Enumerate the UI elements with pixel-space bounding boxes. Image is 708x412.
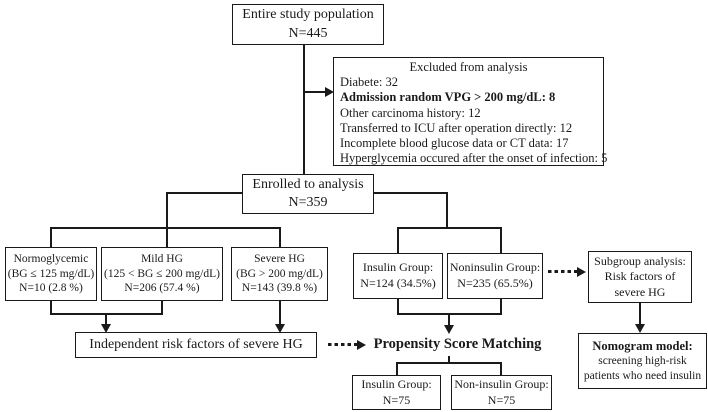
nomogram-line1: Nomogram model: [592, 338, 693, 353]
connector-enrolled-left [166, 192, 243, 194]
insulin-group-box: Insulin Group: N=124 (34.5%) [353, 253, 443, 299]
connector-psm-down [448, 356, 450, 364]
connector-merge-to-independent [105, 313, 107, 326]
enrolled-title: Enrolled to analysis [252, 176, 364, 192]
mild-hg-title: Mild HG [141, 252, 183, 265]
arrowhead-subgroup-icon [577, 267, 586, 277]
dotted-connector-to-psm [328, 343, 357, 346]
connector-enrolled-right [374, 192, 448, 194]
connector-stub-noninsulin [500, 227, 502, 253]
connector-insulin-down [397, 299, 399, 315]
normoglycemic-box: Normoglycemic (BG ≤ 125 mg/dL) N=10 (2.8… [5, 247, 97, 301]
connector-stub-noninsulin-matched [500, 362, 502, 375]
nomogram-model-box: Nomogram model: screening high-risk pati… [578, 333, 707, 389]
arrowhead-psm-right-icon [357, 340, 366, 350]
excluded-item: Transferred to ICU after operation direc… [340, 120, 573, 135]
subgroup-analysis-box: Subgroup analysis: Risk factors of sever… [588, 251, 692, 303]
insulin-matched-box: Insulin Group: N=75 [352, 375, 441, 410]
propensity-score-matching-label: Propensity Score Matching [373, 336, 542, 352]
excluded-item: Diabete: 32 [340, 75, 398, 90]
arrowhead-independent-left-icon [101, 324, 111, 333]
insulin-matched-n: N=75 [382, 392, 411, 407]
arrowhead-independent-right-icon [275, 324, 285, 333]
connector-normo-down [50, 301, 52, 315]
excluded-from-analysis-box: Excluded from analysis Diabete: 32 Admis… [333, 57, 608, 166]
connector-right-split [397, 227, 502, 229]
entire-study-population-box: Entire study population N=445 [232, 4, 384, 45]
connector-stub-severe [279, 227, 281, 247]
insulin-group-n: N=124 (34.5%) [360, 276, 436, 290]
connector-to-excluded [304, 91, 326, 93]
noninsulin-matched-n: N=75 [487, 392, 516, 407]
connector-stub-normoglycemic [50, 227, 52, 247]
arrowhead-psm-icon [444, 325, 454, 334]
mild-hg-range: (125 < BG ≤ 200 mg/dL) [104, 267, 220, 280]
entire-study-title: Entire study population [242, 7, 374, 23]
normoglycemic-n: N=10 (2.8 %) [19, 282, 83, 295]
normoglycemic-title: Normoglycemic [13, 252, 89, 265]
excluded-item: Admission random VPG > 200 mg/dL: 8 [340, 90, 556, 105]
connector-left-split [50, 227, 281, 229]
excluded-item: Hyperglycemia occured after the onset of… [340, 151, 608, 166]
subgroup-line1: Subgroup analysis: [594, 253, 686, 268]
noninsulin-group-title: Noninsulin Group: [449, 260, 541, 275]
severe-hg-title: Severe HG [254, 252, 305, 265]
noninsulin-matched-box: Non-insulin Group: N=75 [451, 375, 552, 410]
subgroup-line2: Risk factors of [604, 269, 676, 284]
nomogram-line2: screening high-risk [598, 355, 687, 368]
connector-left-drop [166, 192, 168, 247]
enrolled-to-analysis-box: Enrolled to analysis N=359 [242, 174, 374, 214]
insulin-matched-title: Insulin Group: [361, 376, 432, 391]
connector-mild-down [161, 301, 163, 315]
insulin-group-title: Insulin Group: [362, 260, 434, 275]
connector-subgroup-to-nomogram [639, 303, 641, 326]
severe-hg-n: N=143 (39.8 %) [241, 282, 318, 295]
subgroup-line3: severe HG [614, 284, 666, 299]
noninsulin-group-n: N=235 (65.5%) [457, 276, 533, 290]
connector-merge-to-psm [448, 313, 450, 326]
connector-matched-split [396, 362, 502, 364]
dotted-connector-to-subgroup [548, 270, 577, 273]
severe-hg-range: (BG > 200 mg/dL) [236, 267, 323, 280]
noninsulin-matched-title: Non-insulin Group: [454, 376, 549, 391]
connector-right-drop [446, 192, 448, 228]
excluded-title: Excluded from analysis [409, 60, 528, 74]
mild-hg-n: N=206 (57.4 %) [124, 282, 200, 295]
excluded-item: Other carcinoma history: 12 [340, 105, 481, 120]
independent-risk-factors-box: Independent risk factors of severe HG [75, 332, 317, 358]
arrowhead-nomogram-icon [635, 324, 645, 333]
connector-severe-to-independent [279, 301, 281, 326]
nomogram-line3: patients who need insulin [583, 370, 702, 383]
entire-study-n: N=445 [288, 25, 328, 41]
connector-stub-insulin-matched [396, 362, 398, 375]
normoglycemic-range: (BG ≤ 125 mg/dL) [7, 267, 95, 280]
severe-hg-box: Severe HG (BG > 200 mg/dL) N=143 (39.8 %… [231, 247, 328, 301]
connector-stub-insulin [397, 227, 399, 253]
independent-risk-title: Independent risk factors of severe HG [89, 336, 303, 352]
mild-hg-box: Mild HG (125 < BG ≤ 200 mg/dL) N=206 (57… [101, 247, 223, 301]
connector-entire-to-enrolled [303, 44, 305, 175]
connector-noninsulin-down [500, 299, 502, 315]
noninsulin-group-box: Noninsulin Group: N=235 (65.5%) [447, 253, 543, 299]
arrowhead-excluded-icon [325, 87, 334, 97]
excluded-item: Incomplete blood glucose data or CT data… [340, 136, 569, 151]
enrolled-n: N=359 [288, 195, 328, 210]
